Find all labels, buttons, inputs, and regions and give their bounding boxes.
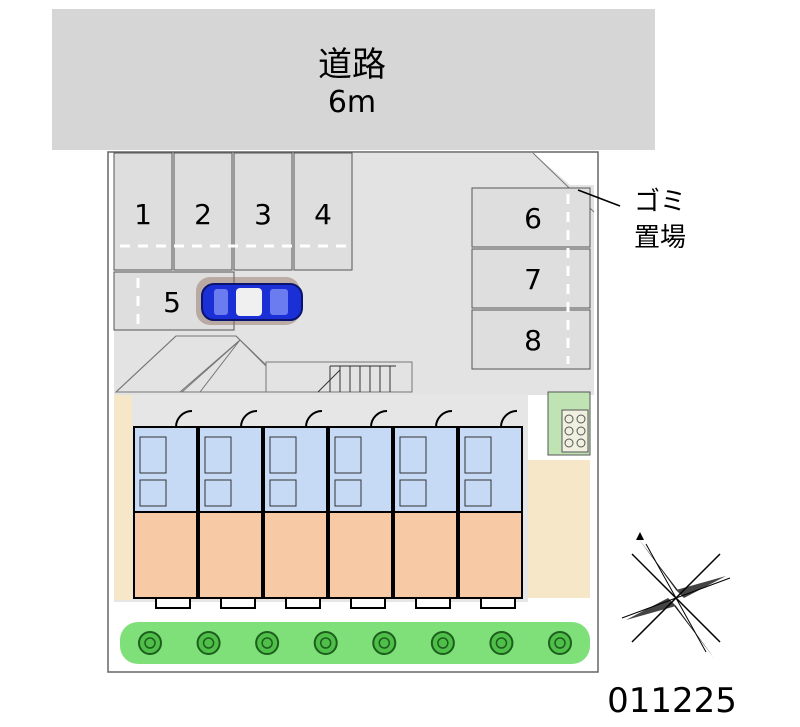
apartment-units	[133, 410, 523, 609]
parking-space-4[interactable]: 4	[314, 198, 332, 231]
tree-icon	[196, 631, 221, 655]
side-yard-left	[114, 395, 132, 600]
parking-space-5[interactable]: 5	[163, 286, 181, 319]
stairs	[317, 365, 396, 393]
unit	[328, 410, 393, 609]
parking-space-7[interactable]: 7	[524, 263, 542, 296]
parking-space-2[interactable]: 2	[194, 198, 212, 231]
green-strip	[120, 622, 590, 664]
tree-icon	[313, 631, 338, 655]
unit	[133, 410, 198, 609]
unit	[198, 410, 263, 609]
tree-icon	[548, 631, 572, 655]
trees	[138, 631, 572, 655]
parking-row-top	[113, 152, 353, 271]
parking-space-8[interactable]: 8	[524, 324, 542, 357]
side-yard-right	[528, 460, 590, 598]
road-name: 道路	[318, 45, 386, 85]
compass-icon	[621, 532, 731, 658]
tree-icon	[430, 631, 455, 655]
road-width: 6m	[328, 85, 376, 120]
car-icon	[196, 277, 303, 325]
garbage-label-line2: 置場	[634, 223, 686, 253]
tree-icon	[489, 631, 514, 655]
unit	[458, 410, 523, 609]
parking-space-6[interactable]: 6	[524, 202, 542, 235]
tree-icon	[372, 631, 397, 655]
parking-space-1[interactable]: 1	[134, 198, 152, 231]
garbage-leader-line	[577, 189, 621, 207]
unit	[263, 410, 328, 609]
unit	[393, 410, 458, 609]
lot-notch	[533, 153, 594, 185]
property-code: 011225	[607, 681, 737, 721]
road	[52, 9, 655, 150]
garbage-label-line1: ゴミ	[634, 187, 686, 217]
tree-icon	[255, 631, 280, 655]
tree-icon	[138, 631, 162, 655]
garbage-bins	[561, 409, 589, 453]
parking-space-3[interactable]: 3	[254, 198, 272, 231]
parking-row-right	[471, 187, 591, 370]
